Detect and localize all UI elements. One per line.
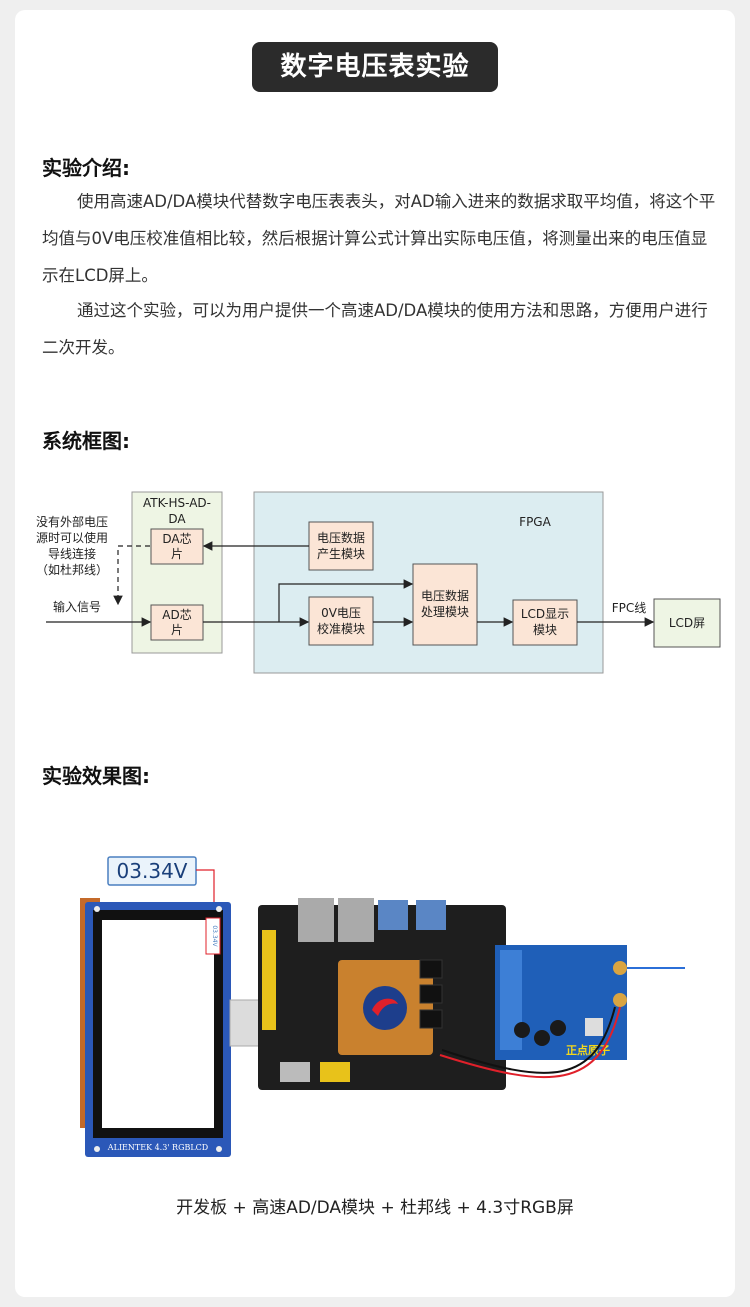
module-title-line2: DA: [168, 512, 186, 526]
board-header: [262, 930, 276, 1030]
lcd-voltage-box: [205, 917, 221, 955]
ad-chip-box: [150, 604, 204, 641]
result-caption: 开发板 + 高速AD/DA模块 + 杜邦线 + 4.3寸RGB屏: [176, 1198, 574, 1218]
push-button: [585, 1018, 603, 1036]
ad-chip-line2: 片: [171, 623, 183, 637]
lcd-module-line2: 模块: [533, 623, 557, 637]
lcd-screw: [216, 1146, 222, 1152]
processing-box: [412, 563, 478, 646]
da-chip-line1: DA芯: [162, 532, 191, 546]
board-connector: [320, 1062, 350, 1082]
ethernet-port: [298, 898, 334, 942]
lcd-screen-box: [653, 598, 721, 648]
usb-port: [378, 900, 408, 930]
board-port: [280, 1062, 310, 1082]
voltage-gen-line2: 产生模块: [317, 547, 365, 561]
ad-chip-line1: AD芯: [162, 608, 191, 622]
calibration-line2: 校准模块: [317, 621, 365, 636]
dupont-wire-black: [441, 1006, 616, 1074]
lcd-module-line1: LCD显示: [521, 607, 569, 621]
input-signal-label: 输入信号: [53, 599, 101, 614]
fpc-cable: [229, 999, 263, 1047]
voltage-gen-box: [308, 521, 374, 571]
processing-line1: 电压数据: [421, 588, 469, 603]
voltage-callout: [107, 856, 197, 886]
capacitor: [514, 1022, 530, 1038]
memory-chip: [419, 959, 443, 979]
note-line-1: 没有外部电压: [36, 514, 108, 529]
lcd-screw: [216, 906, 222, 912]
fan-logo: [363, 986, 407, 1030]
sma-connector: [613, 993, 627, 1007]
calibration-line1: 0V电压: [321, 606, 361, 620]
intro-paragraph-1: 使用高速AD/DA模块代替数字电压表表头，对AD输入进来的数据求取平均值，将这个…: [42, 192, 716, 285]
intro-paragraph-2: 通过这个实验，可以为用户提供一个高速AD/DA模块的使用方法和思路，方便用户进行…: [42, 301, 708, 357]
lcd-brand-text: ALIENTEK 4.3' RGBLCD: [107, 1143, 208, 1152]
ethernet-port: [338, 898, 374, 942]
da-chip-box: [150, 528, 204, 565]
fpga-label: FPGA: [519, 515, 551, 529]
module-title-line1: ATK-HS-AD-: [143, 496, 211, 510]
system-heading: 系统框图:: [42, 429, 130, 453]
lcd-display: [102, 920, 214, 1128]
voltage-gen-line1: 电压数据: [317, 530, 365, 545]
lcd-module-box: [512, 599, 578, 646]
capacitor: [550, 1020, 566, 1036]
processing-line2: 处理模块: [421, 605, 469, 619]
page-title: 数字电压表实验: [252, 42, 498, 92]
note-line-3: 导线连接: [48, 546, 96, 561]
capacitor: [534, 1030, 550, 1046]
intro-heading: 实验介绍:: [42, 156, 130, 180]
da-chip-line2: 片: [171, 547, 183, 561]
note-line-4: （如杜邦线）: [36, 562, 108, 577]
usb-port: [416, 900, 446, 930]
lcd-voltage-text: 03.34V: [211, 925, 218, 947]
memory-chip: [419, 1009, 443, 1029]
lcd-screw: [94, 906, 100, 912]
result-photo: 03.34V 03.34V ALIENTEK 4.3' RGBLCD 正点原子: [80, 856, 685, 1157]
lcd-screen-label: LCD屏: [669, 616, 705, 630]
dupont-wire-red: [439, 1006, 621, 1079]
memory-chip: [419, 984, 443, 1004]
result-heading: 实验效果图:: [42, 764, 150, 788]
system-block-diagram: ATK-HS-AD- DA FPGA 没有外部电压 源时可以使用 导线连接 （如…: [36, 491, 721, 674]
lcd-screw: [94, 1146, 100, 1152]
voltage-callout-value: 03.34V: [117, 859, 188, 883]
calibration-box: [308, 596, 374, 646]
fpc-label: FPC线: [612, 601, 647, 615]
note-line-2: 源时可以使用: [36, 530, 108, 545]
sma-connector: [613, 961, 627, 975]
fan-logo-mark: [372, 998, 398, 1016]
